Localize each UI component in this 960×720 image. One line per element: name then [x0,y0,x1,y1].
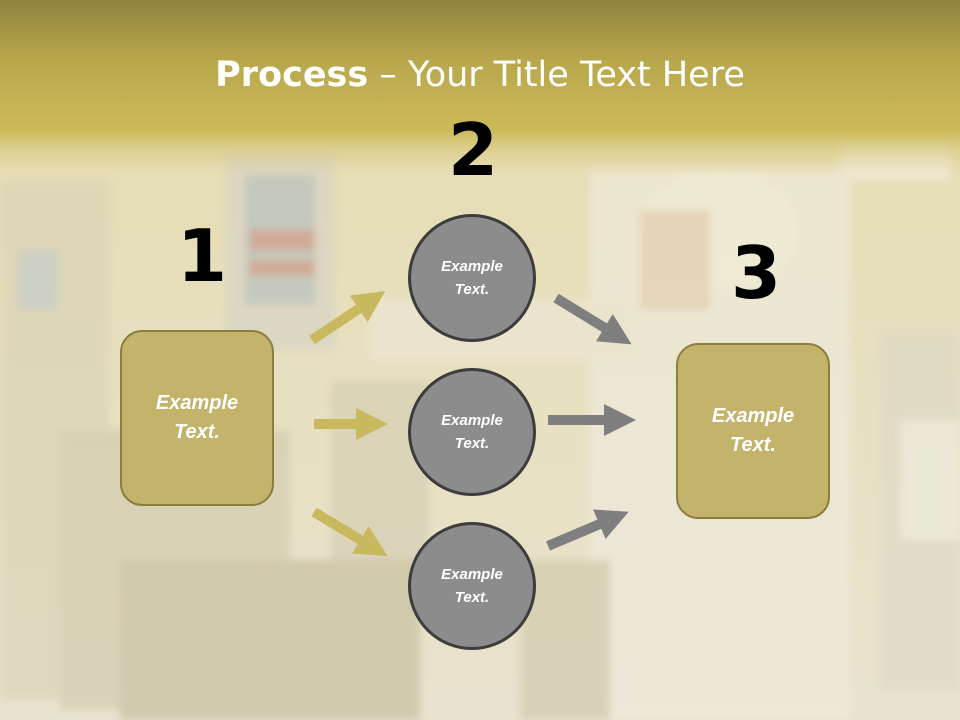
step-1-line2: Text. [174,421,220,443]
title-rest: – Your Title Text Here [368,55,745,95]
circle-top-line1: Example [441,258,503,275]
step-number-2: 2 [448,108,499,192]
arrow-left-to-bottom [311,507,388,557]
arrow-top-to-right [553,293,632,345]
step-1-line1: Example [155,392,239,414]
step-3-line1: Example [711,405,795,427]
step-number-3: 3 [731,231,782,315]
step-3-line2: Text. [730,434,776,456]
circle-middle-line1: Example [441,412,503,429]
circle-top-line2: Text. [454,281,490,298]
circle-middle-line2: Text. [454,435,490,452]
arrow-left-to-top [309,291,386,345]
slide-title: Process – Your Title Text Here [0,54,960,96]
title-bold: Process [215,55,369,95]
step-number-1: 1 [177,214,228,298]
circle-bottom-line2: Text. [454,589,490,606]
circle-bottom-line1: Example [441,566,503,583]
arrow-bottom-to-right [546,509,629,551]
